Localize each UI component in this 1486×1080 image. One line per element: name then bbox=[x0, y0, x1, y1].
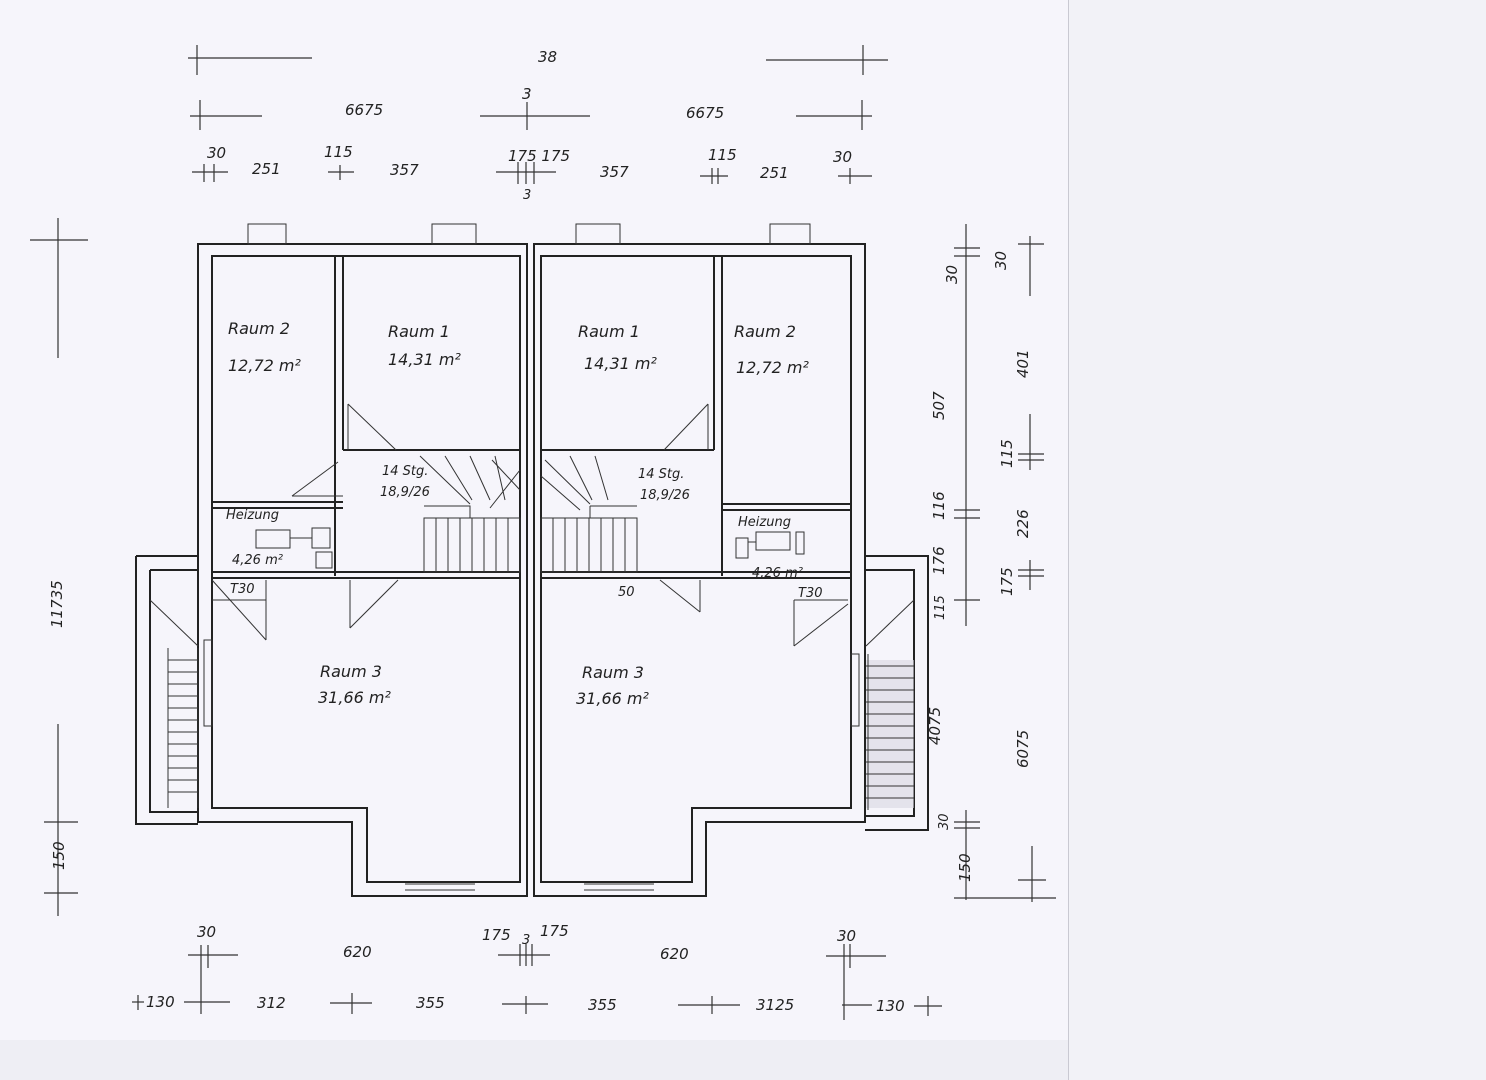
center-gap: 3 bbox=[522, 85, 532, 103]
r-inner-507: 507 bbox=[930, 391, 948, 420]
left-raum1-area: 14,31 m² bbox=[388, 350, 461, 369]
dim-251-left: 251 bbox=[252, 160, 281, 178]
top-dimension-lines: 38 6675 3 6675 30 251 115 357 175 175 35… bbox=[188, 45, 888, 203]
right-heating-fixtures bbox=[735, 531, 805, 559]
left-raum2-area: 12,72 m² bbox=[228, 356, 301, 375]
dim-357-left: 357 bbox=[390, 161, 419, 179]
right-raum2-area: 12,72 m² bbox=[736, 358, 809, 377]
r-inner-115: 115 bbox=[933, 595, 948, 620]
overall-depth: 11735 bbox=[48, 580, 66, 628]
b-30-left: 30 bbox=[197, 923, 216, 941]
left-stair-value: 18,9/26 bbox=[380, 485, 430, 500]
right-outside-stair bbox=[865, 599, 915, 810]
b-620-right: 620 bbox=[660, 945, 689, 963]
r-outer-30: 30 bbox=[992, 251, 1010, 270]
half-width-left: 6675 bbox=[345, 101, 383, 119]
dim-251-right: 251 bbox=[760, 164, 789, 182]
left-outside-stair bbox=[149, 599, 199, 808]
b-3125: 3125 bbox=[756, 996, 794, 1014]
left-raum2-name: Raum 2 bbox=[228, 319, 290, 338]
left-stair-label: 14 Stg. bbox=[382, 464, 428, 479]
right-heizung-door: T30 bbox=[798, 586, 822, 601]
r-outer-401: 401 bbox=[1014, 349, 1032, 378]
r-inner-150: 150 bbox=[956, 853, 974, 882]
b-30-right: 30 bbox=[837, 927, 856, 945]
left-heizung-name: Heizung bbox=[226, 508, 279, 523]
r-outer-6075: 6075 bbox=[1014, 730, 1032, 768]
right-raum1-name: Raum 1 bbox=[578, 322, 640, 341]
right-raum3-area: 31,66 m² bbox=[576, 689, 649, 708]
b-130-left: 130 bbox=[146, 993, 175, 1011]
b-355-right: 355 bbox=[588, 996, 617, 1014]
b-130-right: 130 bbox=[876, 997, 905, 1015]
dim-115-right: 115 bbox=[708, 146, 737, 164]
left-heizung-door: T30 bbox=[230, 582, 254, 597]
r-inner-30: 30 bbox=[943, 265, 961, 284]
b-3: 3 bbox=[522, 933, 530, 948]
r-inner-176: 176 bbox=[930, 546, 948, 575]
left-heating-fixtures bbox=[255, 527, 333, 569]
dim-30-right: 30 bbox=[833, 148, 852, 166]
dim-115-left: 115 bbox=[324, 143, 353, 161]
left-raum3-name: Raum 3 bbox=[320, 662, 382, 681]
scanner-bottom-strip bbox=[0, 1040, 1068, 1080]
right-stair-label: 14 Stg. bbox=[638, 467, 684, 482]
r-inner-116: 116 bbox=[930, 491, 948, 520]
dim-357-right: 357 bbox=[600, 163, 629, 181]
dim-175-175: 175 175 bbox=[508, 147, 570, 165]
dim-center-low: 3 bbox=[523, 188, 531, 203]
left-raum3-area: 31,66 m² bbox=[318, 688, 391, 707]
scanner-margin bbox=[1068, 0, 1486, 1080]
r-outer-226: 226 bbox=[1014, 509, 1032, 538]
half-width-right: 6675 bbox=[686, 104, 724, 122]
dim-30-left: 30 bbox=[207, 144, 226, 162]
room-labels: Raum 2 12,72 m² Raum 1 14,31 m² Raum 1 1… bbox=[226, 319, 822, 708]
right-heizung-name: Heizung bbox=[738, 515, 791, 530]
door-swings bbox=[203, 579, 860, 727]
right-raum2-name: Raum 2 bbox=[734, 322, 796, 341]
left-bottom-150: 150 bbox=[50, 841, 68, 870]
b-620-left: 620 bbox=[343, 943, 372, 961]
left-inner-stair bbox=[291, 403, 521, 573]
right-raum1-area: 14,31 m² bbox=[584, 354, 657, 373]
b-312: 312 bbox=[257, 994, 286, 1012]
left-dimension-lines: 11735 150 bbox=[30, 218, 88, 916]
r-outer-115: 115 bbox=[998, 439, 1016, 468]
r-inner-30b: 30 bbox=[937, 813, 952, 830]
overall-width: 38 bbox=[538, 48, 557, 66]
r-outer-175: 175 bbox=[998, 567, 1016, 596]
b-175-left: 175 bbox=[482, 926, 511, 944]
b-175-right: 175 bbox=[540, 922, 569, 940]
b-355-left: 355 bbox=[416, 994, 445, 1012]
door-note-50: 50 bbox=[618, 585, 635, 600]
right-dimension-lines: 30 507 116 176 115 4075 30 150 30 401 11… bbox=[926, 224, 1056, 902]
right-heizung-area: 4,26 m² bbox=[752, 566, 803, 581]
left-heizung-area: 4,26 m² bbox=[232, 553, 283, 568]
left-raum1-name: Raum 1 bbox=[388, 322, 450, 341]
right-inner-stair bbox=[540, 403, 709, 573]
right-stair-value: 18,9/26 bbox=[640, 488, 690, 503]
r-inner-4075: 4075 bbox=[926, 707, 944, 745]
bottom-dimension-lines: 30 620 175 3 175 620 30 130 312 355 355 … bbox=[132, 922, 942, 1020]
right-raum3-name: Raum 3 bbox=[582, 663, 644, 682]
